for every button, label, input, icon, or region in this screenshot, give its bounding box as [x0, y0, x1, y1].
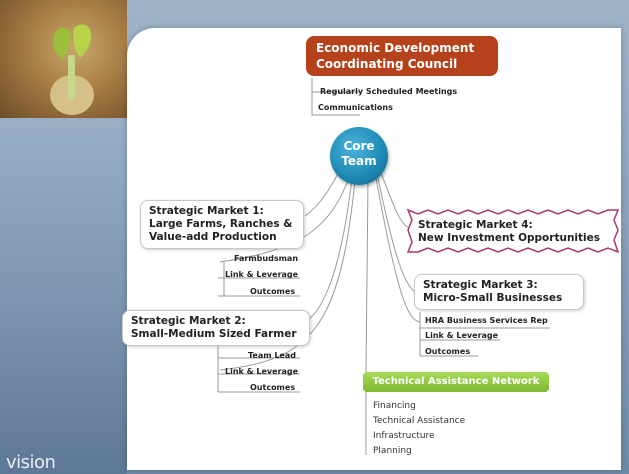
sm3-item-outcomes: Outcomes — [425, 347, 471, 356]
sm1-item-link-leverage: Link & Leverage — [225, 270, 299, 279]
sm1-line3: Value-add Production — [149, 231, 277, 243]
sm3-line1: Strategic Market 3: — [423, 279, 538, 291]
tan-item-infrastructure: Infrastructure — [373, 431, 435, 441]
council-node[interactable]: Economic Development Coordinating Counci… — [306, 36, 498, 76]
sm4-line1: Strategic Market 4: — [418, 219, 533, 231]
sm4-zigzag-border — [406, 208, 620, 254]
sm2-item-outcomes: Outcomes — [250, 383, 296, 392]
strategic-market-4-node[interactable]: Strategic Market 4: New Investment Oppor… — [418, 219, 608, 245]
tan-item-financing: Financing — [373, 401, 416, 411]
council-item-communications: Communications — [318, 103, 393, 112]
tan-item-technical-assistance: Technical Assistance — [373, 416, 466, 426]
watermark-text: vision — [6, 452, 56, 473]
sm3-line2: Micro-Small Businesses — [423, 292, 563, 304]
council-item-meetings: Regularly Scheduled Meetings — [320, 87, 458, 96]
sm4-line2: New Investment Opportunities — [418, 232, 601, 244]
core-team-node[interactable]: Core Team — [330, 127, 388, 185]
sm1-item-farmbudsman: Farmbudsman — [234, 254, 299, 263]
sm2-line2: Small-Medium Sized Farmer — [131, 328, 297, 340]
sm2-item-team-lead: Team Lead — [248, 351, 296, 360]
sm1-line2: Large Farms, Ranches & — [149, 218, 293, 230]
strategic-market-1-node[interactable]: Strategic Market 1: Large Farms, Ranches… — [140, 200, 304, 249]
sm1-item-outcomes: Outcomes — [250, 287, 296, 296]
strategic-market-2-node[interactable]: Strategic Market 2: Small-Medium Sized F… — [122, 310, 310, 346]
sm1-line1: Strategic Market 1: — [149, 205, 264, 217]
sm2-line1: Strategic Market 2: — [131, 315, 246, 327]
council-title-line2: Coordinating Council — [316, 57, 458, 71]
council-title-line1: Economic Development — [316, 41, 475, 55]
tan-item-planning: Planning — [373, 446, 412, 456]
core-line1: Core — [343, 139, 375, 153]
technical-assistance-network-node[interactable]: Technical Assistance Network — [363, 372, 549, 392]
sm3-item-hra-rep: HRA Business Services Rep — [425, 316, 548, 325]
core-line2: Team — [341, 154, 377, 168]
strategic-market-3-node[interactable]: Strategic Market 3: Micro-Small Business… — [414, 274, 584, 310]
sm2-item-link-leverage: Link & Leverage — [225, 367, 299, 376]
seedling-photo — [0, 0, 127, 118]
left-panel — [0, 0, 127, 474]
sm3-item-link-leverage: Link & Leverage — [425, 331, 499, 340]
